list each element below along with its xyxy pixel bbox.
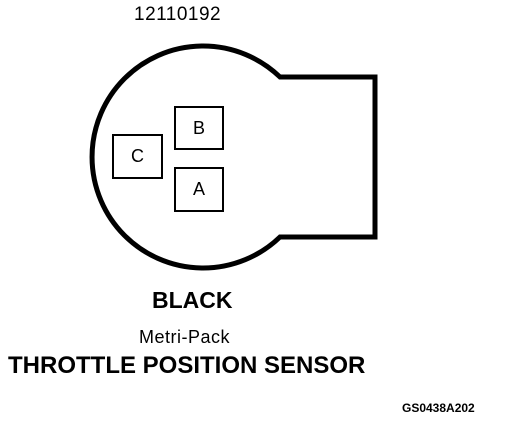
sensor-title: THROTTLE POSITION SENSOR xyxy=(8,352,366,379)
connector-color-label: BLACK xyxy=(152,287,233,313)
pin-c: C xyxy=(112,134,163,179)
pin-a: A xyxy=(174,167,224,212)
reference-code: GS0438A202 xyxy=(402,401,475,415)
connector-type-label: Metri-Pack xyxy=(139,327,231,347)
pin-b: B xyxy=(174,106,224,150)
part-number: 12110192 xyxy=(134,4,222,25)
